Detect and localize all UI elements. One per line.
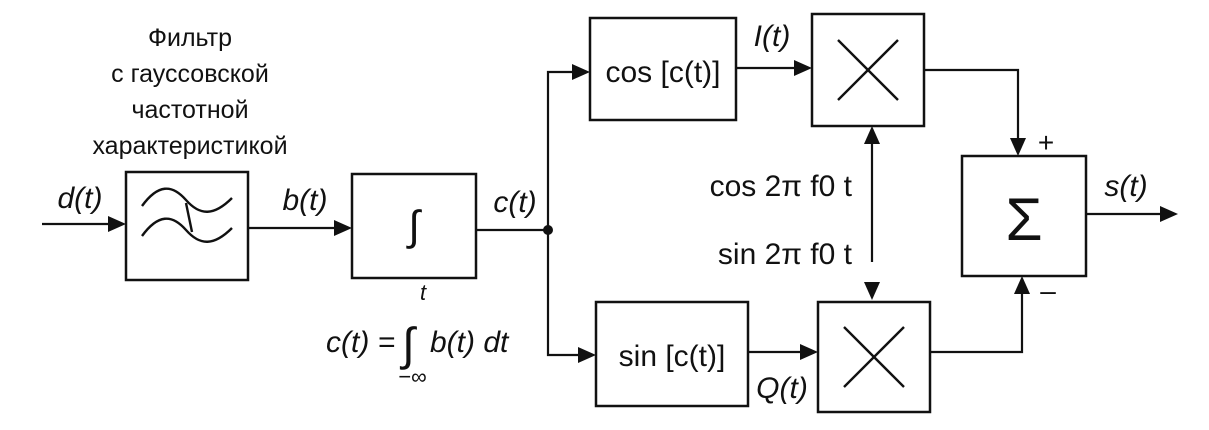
integrator-symbol: ∫	[406, 202, 422, 249]
sin-block-label: sin [c(t)]	[619, 340, 726, 373]
filter-title-line-1: Фильтр	[148, 24, 232, 52]
arrow-into-lower-multiplier	[800, 344, 818, 360]
arrow-into-sin-block	[578, 347, 596, 363]
formula-upper-limit: t	[420, 280, 427, 305]
gaussian-filter-block	[124, 170, 250, 282]
formula-integrand: b(t) dt	[430, 326, 510, 359]
cos-block: cos [c(t)]	[588, 16, 738, 122]
carrier-cos-label: cos 2π f0 t	[710, 170, 853, 203]
filter-title-line-2: с гауссовской	[111, 60, 269, 88]
summer-block: Σ	[960, 154, 1088, 278]
filter-title-line-3: частотной	[131, 96, 248, 124]
carrier-sin-label: sin 2π f0 t	[718, 238, 853, 271]
arrow-output	[1160, 206, 1178, 222]
arrow-into-filter	[108, 216, 126, 232]
arrow-into-integrator	[334, 220, 352, 236]
wire-lower-multiplier-to-summer	[930, 294, 1024, 354]
summer-plus-sign: +	[1038, 127, 1054, 158]
wire-upper-multiplier-to-summer	[924, 68, 1020, 140]
lower-multiplier	[816, 300, 932, 414]
multiplier-x-icon	[843, 326, 905, 388]
arrow-carrier-sin-down	[864, 282, 880, 300]
wire-to-cos-block	[546, 70, 572, 230]
multiplier-x-icon	[837, 39, 899, 101]
label-Q-t: Q(t)	[756, 372, 808, 405]
label-d-t: d(t)	[58, 182, 103, 215]
integrator-block: ∫	[350, 172, 478, 280]
label-b-t: b(t)	[283, 184, 328, 217]
gaussian-filter-icon	[141, 187, 233, 243]
arrow-into-summer-top	[1010, 138, 1026, 156]
upper-multiplier	[810, 12, 926, 128]
label-c-t: c(t)	[493, 186, 536, 219]
filter-title-line-4: характеристикой	[92, 132, 287, 160]
arrow-into-upper-multiplier	[794, 60, 812, 76]
arrow-carrier-cos-up	[864, 126, 880, 144]
filter-title: Фильтр с гауссовской частотной характери…	[92, 24, 287, 160]
formula-integral-sign: ∫	[399, 318, 417, 370]
sin-block: sin [c(t)]	[594, 300, 750, 408]
arrow-into-summer-bottom	[1014, 276, 1030, 294]
summer-symbol: Σ	[1005, 186, 1042, 253]
formula-lhs: c(t) =	[326, 326, 395, 359]
summer-minus-sign: –	[1040, 275, 1056, 306]
label-I-t: I(t)	[754, 20, 791, 53]
cos-block-label: cos [c(t)]	[605, 56, 720, 89]
arrow-into-cos-block	[572, 64, 590, 80]
wire-to-sin-block	[546, 230, 578, 357]
formula-lower-limit: −∞	[398, 364, 427, 389]
label-s-t: s(t)	[1104, 170, 1147, 203]
integral-formula: c(t) = ∫ t −∞ b(t) dt	[326, 280, 510, 389]
